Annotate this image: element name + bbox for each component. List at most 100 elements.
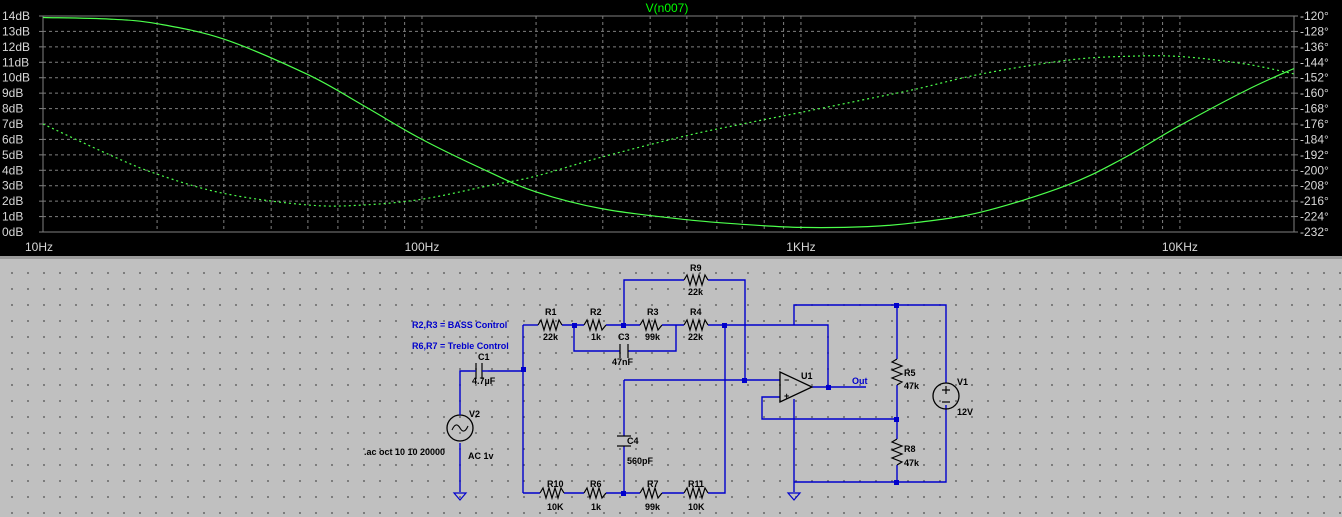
capacitor-c1 — [470, 363, 488, 379]
trace-name-label[interactable]: V(n007) — [646, 1, 689, 15]
treble-control-note[interactable]: R6,R7 = Treble Control — [412, 341, 509, 351]
r6-name: R6 — [590, 479, 602, 489]
svg-text:+: + — [784, 391, 789, 401]
y-left-tick-label: 11dB — [2, 55, 29, 69]
y-right-tick-label: -192° — [1300, 148, 1329, 162]
r2-value: 1k — [591, 332, 602, 342]
y-left-tick-label: 2dB — [2, 194, 23, 208]
y-right-tick-label: -232° — [1300, 225, 1329, 239]
resistor-r4 — [683, 317, 709, 333]
y-right-tick-label: -152° — [1300, 71, 1329, 85]
ground-icon — [786, 492, 802, 501]
y-left-tick-label: 0dB — [2, 225, 23, 239]
y-left-tick-label: 14dB — [2, 9, 30, 23]
y-left-tick-label: 3dB — [2, 179, 23, 193]
y-right-tick-label: -168° — [1300, 102, 1329, 116]
opamp-u1[interactable]: − + — [779, 370, 814, 404]
resistor-r3 — [639, 317, 663, 333]
bode-plot[interactable]: 14dB13dB12dB11dB10dB9dB8dB7dB6dB5dB4dB3d… — [0, 0, 1342, 256]
r9-name: R9 — [690, 263, 702, 273]
y-right-tick-label: -216° — [1300, 194, 1329, 208]
capacitor-c4 — [617, 435, 631, 447]
resistor-r8 — [890, 438, 904, 466]
voltage-source-v1[interactable] — [932, 382, 960, 410]
y-right-tick-label: -136° — [1300, 40, 1329, 54]
r8-value: 47k — [904, 458, 920, 468]
r3-value: 99k — [645, 332, 661, 342]
resistor-r7 — [639, 485, 663, 501]
c1-value: 4.7µF — [472, 376, 496, 386]
resistor-r6 — [583, 485, 607, 501]
v2-value: AC 1v — [468, 451, 494, 461]
c3-value: 47nF — [612, 357, 634, 367]
y-left-tick-label: 7dB — [2, 117, 23, 131]
y-left-tick-label: 5dB — [2, 148, 23, 162]
c1-name: C1 — [478, 352, 490, 362]
capacitor-symbols[interactable] — [470, 344, 631, 447]
resistor-r1 — [537, 317, 563, 333]
magnitude-trace[interactable] — [42, 16, 1295, 229]
u1-name: U1 — [801, 371, 813, 381]
r10-value: 10K — [547, 502, 564, 512]
y-left-tick-label: 4dB — [2, 163, 23, 177]
pane-divider[interactable] — [0, 256, 1342, 259]
x-tick-label: 10Hz — [25, 240, 53, 254]
resistor-r10 — [539, 485, 565, 501]
c4-value: 560pF — [627, 456, 654, 466]
r7-value: 99k — [645, 502, 661, 512]
schematic-canvas[interactable]: R2,R3 = BASS Control R6,R7 = Treble Cont… — [0, 259, 1342, 517]
y-left-tick-label: 6dB — [2, 132, 23, 146]
y-right-tick-label: -208° — [1300, 179, 1329, 193]
resistor-r11 — [683, 485, 709, 501]
capacitor-c3 — [619, 344, 629, 358]
trace-lines[interactable] — [42, 16, 1295, 229]
schematic-pane[interactable]: R2,R3 = BASS Control R6,R7 = Treble Cont… — [0, 259, 1342, 517]
x-tick-label: 100Hz — [405, 240, 440, 254]
r9-value: 22k — [688, 287, 704, 297]
wires — [459, 279, 947, 494]
y-left-tick-label: 8dB — [2, 102, 23, 116]
y-right-tick-label: -144° — [1300, 55, 1329, 69]
r1-value: 22k — [543, 332, 559, 342]
r11-name: R11 — [688, 479, 704, 489]
phase-trace[interactable] — [42, 55, 1295, 207]
y-right-tick-label: -128° — [1300, 24, 1329, 38]
x-tick-label: 10KHz — [1162, 240, 1198, 254]
y-right-tick-label: -184° — [1300, 132, 1329, 146]
r5-name: R5 — [904, 368, 916, 378]
resistor-r9 — [683, 272, 709, 288]
r2-name: R2 — [590, 307, 602, 317]
x-tick-label: 1KHz — [786, 240, 815, 254]
r7-name: R7 — [647, 479, 659, 489]
y-right-tick-label: -200° — [1300, 163, 1329, 177]
c3-name: C3 — [618, 332, 630, 342]
v1-value: 12V — [957, 407, 973, 417]
svg-text:−: − — [784, 375, 789, 385]
resistor-r5 — [890, 358, 904, 386]
r5-value: 47k — [904, 381, 920, 391]
v2-name: V2 — [469, 409, 480, 419]
junction-dots — [521, 303, 899, 496]
net-label-out[interactable]: Out — [852, 376, 868, 386]
r6-value: 1k — [591, 502, 602, 512]
component-labels[interactable]: R1 22k R2 1k R3 99k R4 22k R9 22k C3 47n… — [468, 263, 973, 512]
c4-name: C4 — [627, 436, 639, 446]
r10-name: R10 — [547, 479, 564, 489]
ground-icon — [452, 492, 468, 501]
plot-grid — [42, 15, 1295, 233]
v1-name: V1 — [957, 377, 968, 387]
ac-analysis-directive[interactable]: .ac oct 10 10 20000 — [364, 447, 445, 457]
ground-symbols — [452, 492, 802, 501]
r4-name: R4 — [690, 307, 702, 317]
resistor-symbols[interactable] — [537, 272, 904, 501]
y-left-tick-label: 12dB — [2, 40, 30, 54]
bass-control-note[interactable]: R2,R3 = BASS Control — [412, 320, 507, 330]
y-right-tick-label: -224° — [1300, 210, 1329, 224]
r8-name: R8 — [904, 444, 916, 454]
r4-value: 22k — [688, 332, 704, 342]
y-left-tick-label: 9dB — [2, 86, 23, 100]
voltage-source-v2[interactable] — [446, 406, 474, 442]
r3-name: R3 — [647, 307, 659, 317]
